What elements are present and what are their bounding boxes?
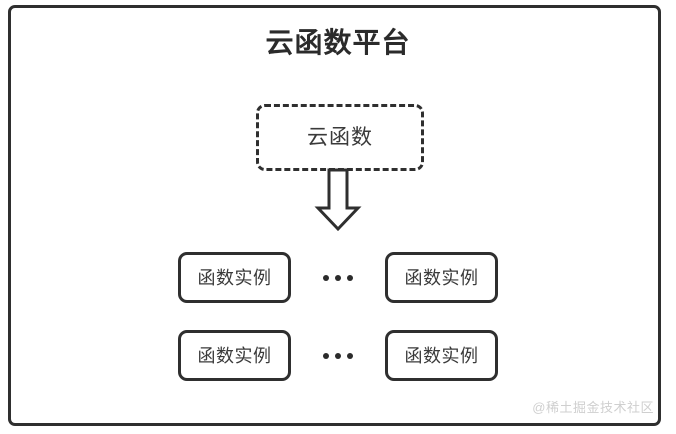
instance-row: 函数实例 函数实例 (178, 252, 498, 303)
function-instance-box: 函数实例 (385, 252, 498, 303)
ellipsis-dot (323, 352, 329, 359)
function-instance-label: 函数实例 (197, 267, 272, 288)
ellipsis-icon (323, 252, 353, 303)
ellipsis-dot (335, 352, 341, 359)
instance-row: 函数实例 函数实例 (178, 330, 498, 381)
function-instance-box: 函数实例 (385, 330, 498, 381)
watermark: @稀土掘金技术社区 (532, 400, 654, 415)
cloud-function-label: 云函数 (307, 126, 373, 149)
ellipsis-dot (347, 352, 353, 359)
function-instance-label: 函数实例 (197, 345, 272, 366)
function-instance-label: 函数实例 (404, 345, 479, 366)
down-block-arrow-icon (314, 168, 362, 232)
cloud-function-node: 云函数 (256, 104, 424, 171)
ellipsis-icon (323, 330, 353, 381)
function-instance-box: 函数实例 (178, 330, 291, 381)
function-instance-box: 函数实例 (178, 252, 291, 303)
function-instance-label: 函数实例 (404, 267, 479, 288)
ellipsis-dot (347, 274, 353, 281)
page-title: 云函数平台 (265, 27, 411, 58)
ellipsis-dot (335, 274, 341, 281)
ellipsis-dot (323, 274, 329, 281)
